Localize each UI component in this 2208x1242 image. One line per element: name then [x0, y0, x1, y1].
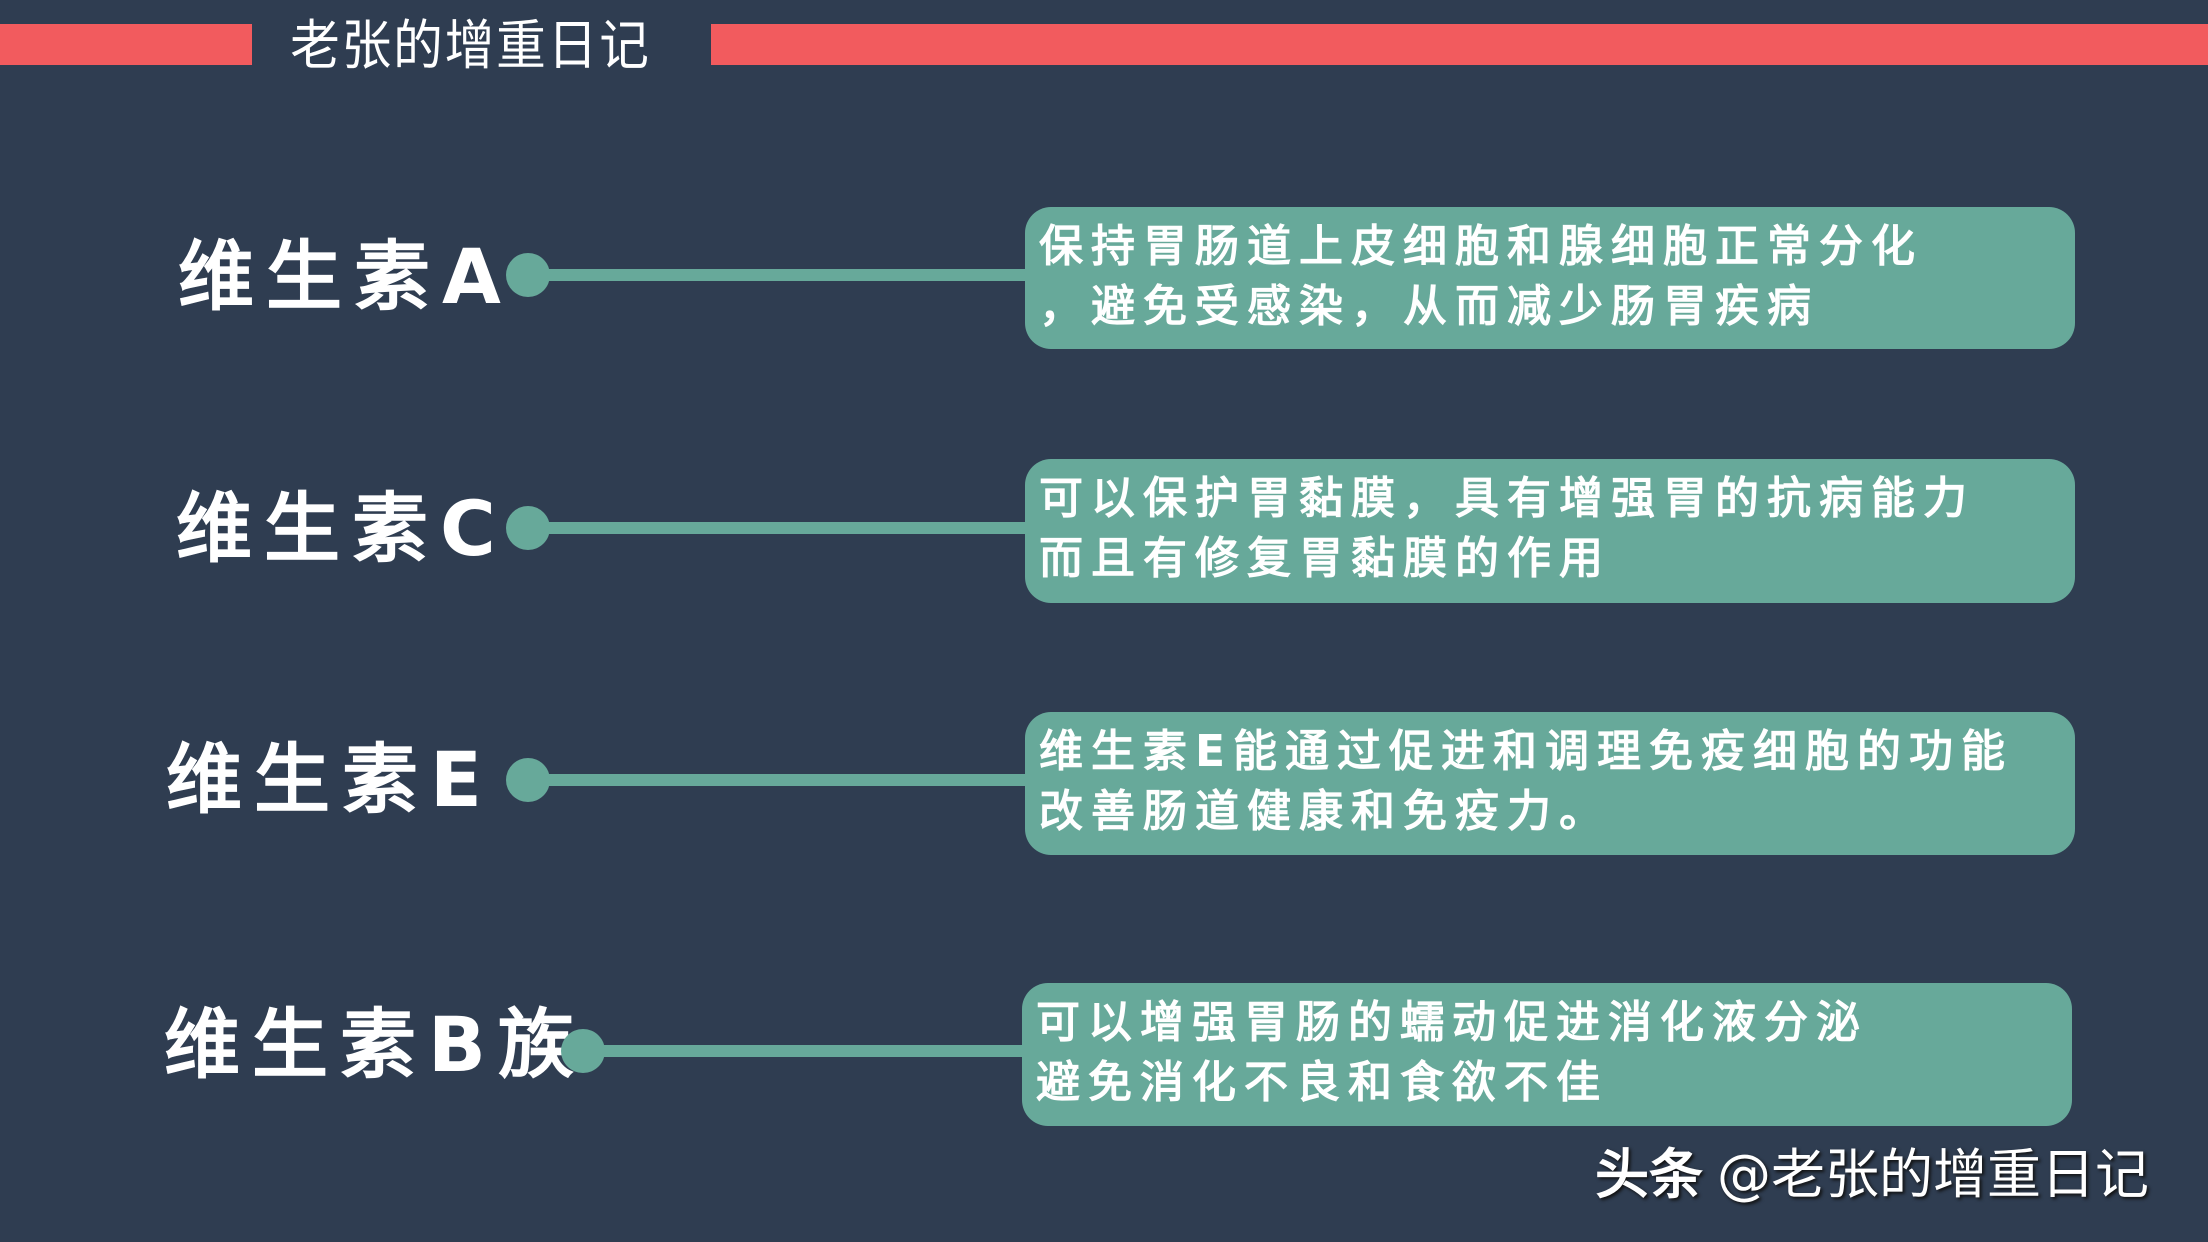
- vitamin-label: 维生素A: [178, 232, 513, 321]
- page-title: 老张的增重日记: [290, 14, 651, 77]
- header-accent-bar-left: [0, 24, 252, 65]
- description-line: 改善肠道健康和免疫力。: [1039, 786, 1611, 837]
- description-box: 可以增强胃肠的蠕动促进消化液分泌 避免消化不良和食欲不佳: [1022, 983, 2072, 1126]
- description-line: 避免消化不良和食欲不佳: [1036, 1057, 1608, 1108]
- vitamin-label: 维生素E: [166, 735, 494, 824]
- watermark: 头条@老张的增重日记: [1595, 1140, 2149, 1210]
- description-line: 维生素E能通过促进和调理免疫细胞的功能: [1039, 726, 2014, 777]
- description-line: 保持胃肠道上皮细胞和腺细胞正常分化: [1039, 221, 1923, 272]
- description-box: 保持胃肠道上皮细胞和腺细胞正常分化 ，避免受感染，从而减少肠胃疾病: [1025, 207, 2075, 349]
- connector-line: [528, 522, 1028, 534]
- description-line: ，避免受感染，从而减少肠胃疾病: [1039, 281, 1819, 332]
- connector-line: [528, 269, 1028, 281]
- description-box: 可以保护胃黏膜，具有增强胃的抗病能力 而且有修复胃黏膜的作用: [1025, 459, 2075, 603]
- connector-line: [583, 1045, 1025, 1057]
- description-line: 可以保护胃黏膜，具有增强胃的抗病能力: [1039, 473, 1975, 524]
- vitamin-label: 维生素B族: [164, 1000, 586, 1089]
- connector-line: [528, 774, 1028, 786]
- vitamin-label: 维生素C: [176, 484, 508, 573]
- description-line: 而且有修复胃黏膜的作用: [1039, 533, 1611, 584]
- description-box: 维生素E能通过促进和调理免疫细胞的功能 改善肠道健康和免疫力。: [1025, 712, 2075, 855]
- watermark-brand: 头条: [1595, 1143, 1703, 1206]
- header-accent-bar-right: [711, 24, 2208, 65]
- description-line: 可以增强胃肠的蠕动促进消化液分泌: [1036, 997, 1868, 1048]
- watermark-handle: @老张的增重日记: [1717, 1143, 2149, 1206]
